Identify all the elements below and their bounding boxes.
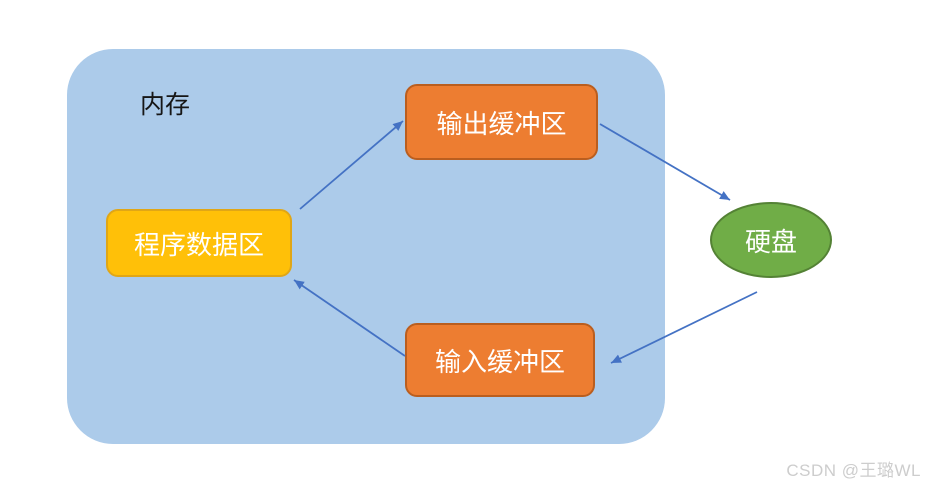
node-program-data-area: 程序数据区 [106, 209, 292, 277]
node-hard-disk: 硬盘 [710, 202, 832, 278]
node-output-buffer-label: 输出缓冲区 [436, 108, 567, 139]
watermark: CSDN @王璐WL [786, 461, 921, 480]
node-program-data-area-label: 程序数据区 [133, 229, 264, 260]
node-input-buffer: 输入缓冲区 [405, 323, 595, 397]
memory-region-label: 内存 [140, 91, 191, 119]
node-output-buffer: 输出缓冲区 [405, 84, 598, 160]
node-hard-disk-label: 硬盘 [744, 226, 797, 257]
node-input-buffer-label: 输入缓冲区 [434, 346, 565, 377]
